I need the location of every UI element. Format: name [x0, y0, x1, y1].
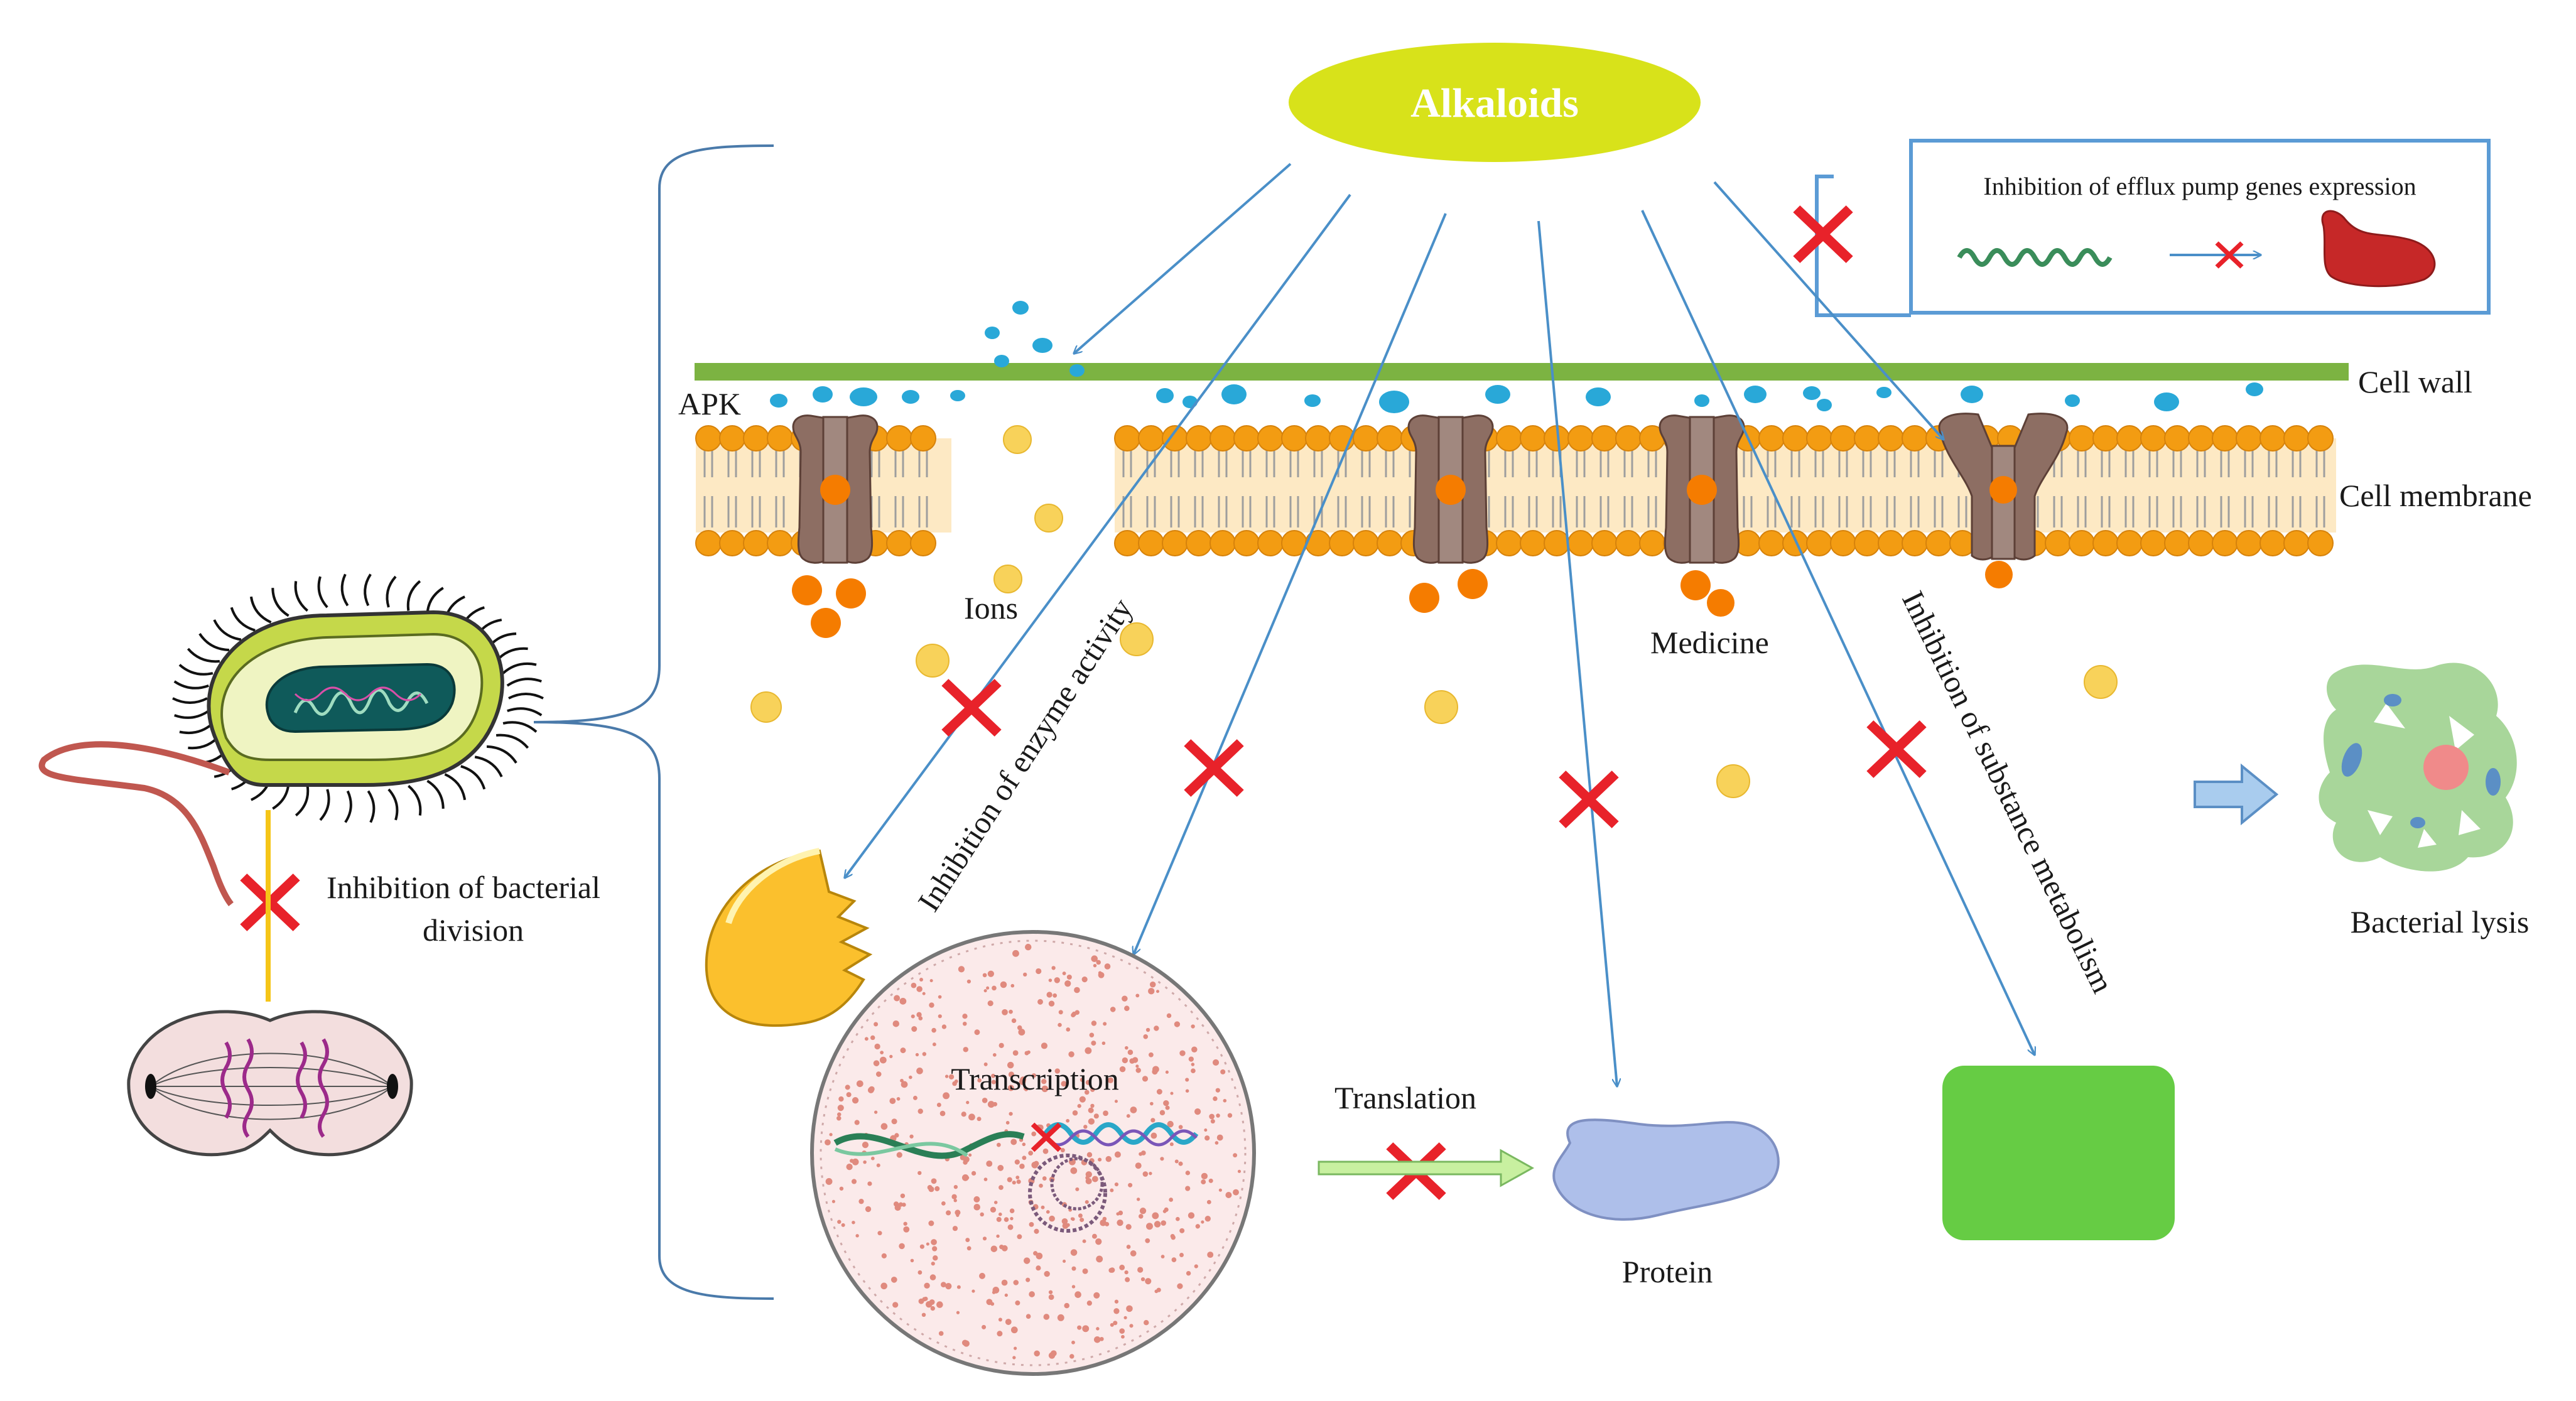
cell-wall-label: Cell wall: [2358, 364, 2472, 399]
ion-particles: [750, 425, 2118, 798]
substance-inhibition-label: Inhibition of substance metabolism: [1895, 585, 2121, 998]
lysis-cell: [2319, 663, 2517, 872]
cross-icon: [1184, 739, 1244, 797]
cross-icon: [1866, 720, 1927, 778]
medicine-label: Medicine: [1650, 625, 1769, 660]
efflux-pump: [1938, 413, 2069, 561]
cell-membrane: [695, 425, 2336, 556]
dividing-cell-icon: [127, 1010, 413, 1157]
division-label-line2: division: [423, 912, 524, 948]
cell-wall-right: [1112, 363, 2349, 381]
surface-droplets: [770, 301, 2263, 413]
cross-icon: [941, 679, 1002, 737]
block-arrow-icon: [1318, 1149, 1535, 1187]
channel-protein-1: [792, 414, 879, 564]
alkaloids-title: Alkaloids: [1410, 80, 1579, 126]
dna-icon: [1957, 248, 2113, 267]
alkaloids-ellipse: [1289, 43, 1701, 162]
protein-icon: [1552, 1118, 1780, 1221]
channel-protein-2: [1407, 414, 1494, 564]
block-arrow-icon: [2194, 763, 2279, 826]
efflux-box: [1909, 139, 2491, 315]
division-label-line1: Inhibition of bacterial: [327, 870, 600, 905]
left-brace: [533, 144, 774, 1300]
alkaloid-arrows: [845, 163, 2035, 1086]
orange-particles: [792, 561, 2013, 638]
transcription-label: Transcription: [951, 1061, 1119, 1096]
efflux-label: Inhibition of efflux pump genes expressi…: [1983, 172, 2416, 200]
ions-label: Ions: [964, 590, 1018, 625]
translation-label: Translation: [1334, 1080, 1476, 1115]
cell-membrane-label: Cell membrane: [2339, 478, 2532, 513]
bacterium-icon: [38, 573, 544, 907]
protein-label: Protein: [1622, 1254, 1713, 1289]
cross-icon: [1793, 205, 1853, 263]
nucleus-icon: [810, 930, 1256, 1376]
lysis-label: Bacterial lysis: [2351, 904, 2530, 939]
enzyme-icon: [705, 848, 873, 1027]
apk-label: APK: [678, 386, 741, 421]
channel-protein-3: [1659, 414, 1745, 564]
enzyme-inhibition-label: Inhibition of enzyme activity: [911, 592, 1139, 917]
metabolism-block: [1942, 1066, 2175, 1240]
pump-protein-icon: [2321, 210, 2436, 288]
